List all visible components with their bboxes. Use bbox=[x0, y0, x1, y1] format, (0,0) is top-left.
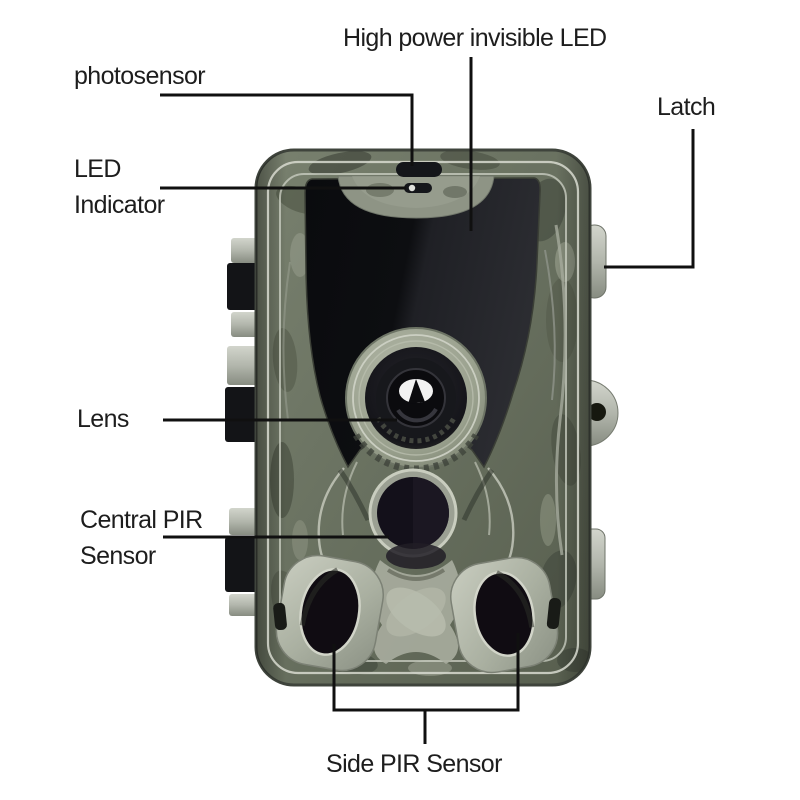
led-indicator-window bbox=[404, 183, 432, 193]
label-central-pir: Central PIR bbox=[80, 506, 203, 534]
label-high-power-led: High power invisible LED bbox=[343, 24, 607, 52]
hinge-bottom bbox=[225, 508, 259, 616]
label-latch: Latch bbox=[657, 93, 716, 121]
callout-lines bbox=[160, 57, 695, 744]
label-lens: Lens bbox=[77, 405, 129, 433]
hinge-top bbox=[227, 238, 261, 337]
callout-latch bbox=[604, 129, 695, 269]
bottom-right-slot bbox=[546, 597, 562, 630]
label-led: LED bbox=[74, 155, 121, 183]
camo-swirls bbox=[282, 224, 567, 556]
bottom-marble bbox=[371, 543, 461, 664]
photosensor-window bbox=[396, 162, 442, 177]
central-pir-sensor bbox=[368, 468, 458, 558]
hinge-middle bbox=[225, 346, 260, 442]
camera-body bbox=[254, 148, 592, 687]
label-side-pir: Side PIR Sensor bbox=[326, 750, 502, 778]
label-central-pir-2: Sensor bbox=[80, 542, 156, 570]
label-photosensor: photosensor bbox=[74, 62, 206, 90]
label-indicator: Indicator bbox=[74, 191, 165, 219]
side-pir-left bbox=[275, 554, 384, 672]
camera-lens bbox=[345, 327, 487, 473]
callout-photosensor bbox=[160, 93, 414, 166]
bottom-left-slot bbox=[273, 602, 287, 631]
